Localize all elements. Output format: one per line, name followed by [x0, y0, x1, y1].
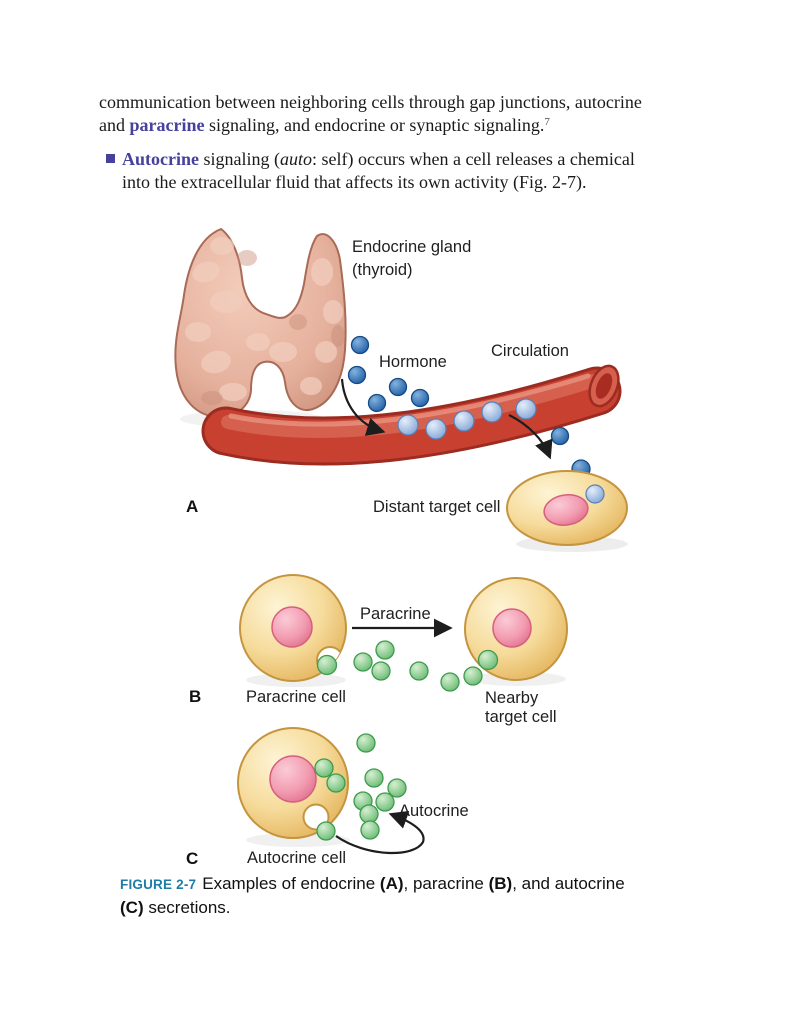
caption-seg2: , paracrine	[403, 874, 489, 893]
secretion-dot	[326, 773, 346, 793]
nearby-target-cell-label-line1: Nearby	[485, 689, 539, 707]
hormone-dot-light	[453, 410, 475, 432]
hormone-dot-light	[515, 398, 537, 420]
hormone-dot-light	[425, 418, 447, 440]
cell-nucleus	[492, 608, 532, 648]
panel-c: Autocrine C Autocrine cell	[186, 727, 469, 868]
panel-c-letter: C	[186, 849, 198, 868]
hormone-dot	[367, 393, 387, 413]
cell-nucleus	[543, 494, 589, 526]
secretion-dot	[364, 768, 384, 788]
figure-caption: FIGURE 2-7 Examples of endocrine (A), par…	[120, 873, 708, 919]
bullet-seg1: signaling (	[198, 149, 280, 169]
thyroid-gland	[174, 227, 347, 419]
hormone-dot-light	[585, 484, 605, 504]
hormone-dot	[550, 426, 570, 446]
distant-target-cell	[506, 470, 628, 546]
hormone-dots-in-vessel	[397, 398, 537, 440]
cell-nucleus	[269, 755, 317, 803]
secretion-dot	[375, 640, 395, 660]
secretion-dot	[375, 792, 395, 812]
caption-seg3: , and autocrine	[512, 874, 625, 893]
intro-paragraph: communication between neighboring cells …	[99, 91, 719, 137]
secretion-dot	[387, 778, 407, 798]
panel-b-letter: B	[189, 687, 201, 706]
autocrine-molecules	[314, 733, 407, 841]
endocrine-gland-label-line2: (thyroid)	[352, 261, 413, 279]
caption-bold-a: (A)	[379, 874, 404, 893]
paracrine-signal-label: Paracrine	[360, 605, 431, 623]
autocrine-signal-label: Autocrine	[399, 802, 469, 820]
panel-a: Endocrine gland (thyroid) Hormone Circul…	[174, 227, 628, 552]
gland-texture	[185, 237, 343, 401]
secretion-dot	[353, 652, 373, 672]
caption-bold-c: (C)	[120, 897, 144, 917]
caption-seg1: Examples of endocrine	[202, 874, 380, 893]
vessel-open-end	[588, 364, 620, 408]
caption-seg4: secretions.	[143, 897, 231, 917]
panel-b: Paracrine B Paracrine cell Nearby target…	[189, 574, 568, 726]
hormone-dot-light	[397, 414, 419, 436]
bullet-item: Autocrine signaling (auto: self) occurs …	[99, 148, 719, 194]
autocrine-cell	[237, 727, 349, 839]
bullet-seg2: : self) occurs when a cell releases a ch…	[312, 149, 635, 169]
footnote-reference: 7	[544, 116, 550, 128]
secretion-dot	[356, 733, 376, 753]
nearby-target-cell	[464, 577, 568, 681]
hormone-dot	[347, 365, 367, 385]
intro-line2-end: signaling, and endocrine or synaptic sig…	[204, 115, 545, 135]
paracrine-molecules	[353, 640, 483, 692]
secretion-dot	[314, 758, 334, 778]
bullet-line2: into the extracellular fluid that affect…	[122, 172, 587, 192]
keyword-paracrine: paracrine	[129, 115, 205, 135]
secretion-dot	[371, 661, 391, 681]
bullet-square-icon	[106, 154, 115, 163]
secretion-dot	[409, 661, 429, 681]
keyword-autocrine: Autocrine	[122, 149, 199, 169]
secretion-dot	[477, 649, 499, 671]
vessel-to-cell-arrow	[508, 414, 553, 460]
distant-target-cell-label: Distant target cell	[373, 498, 500, 516]
hormone-dots-released	[347, 335, 430, 413]
intro-line2-start: and	[99, 115, 130, 135]
hormone-dot	[350, 335, 370, 355]
gland-shading	[201, 250, 345, 405]
autocrine-cell-label: Autocrine cell	[247, 849, 346, 867]
secretion-dot	[316, 654, 338, 676]
autocrine-arrow	[335, 810, 425, 855]
secretion-dot	[463, 666, 483, 686]
secretion-dot	[359, 804, 379, 824]
gland-to-vessel-arrow	[340, 378, 386, 436]
caption-bold-b: (B)	[488, 874, 513, 893]
hormone-label: Hormone	[379, 353, 447, 371]
blood-vessel	[201, 364, 622, 466]
paracrine-cell-label: Paracrine cell	[246, 688, 346, 706]
endocrine-gland-label-line1: Endocrine gland	[352, 238, 471, 256]
paracrine-cell	[239, 574, 347, 682]
hormone-dot	[410, 388, 430, 408]
hormone-dot-light	[481, 401, 503, 423]
panel-a-letter: A	[186, 497, 198, 516]
intro-line1: communication between neighboring cells …	[99, 92, 642, 112]
figure-number-label: FIGURE 2-7	[120, 877, 197, 892]
italic-auto: auto	[279, 149, 312, 169]
secretion-dot	[316, 821, 336, 841]
nearby-target-cell-label-line2: target cell	[485, 708, 557, 726]
hormone-dot	[388, 377, 408, 397]
cell-nucleus	[271, 606, 313, 648]
circulation-label: Circulation	[491, 342, 569, 360]
secretion-dot	[360, 820, 380, 840]
secretion-dot	[440, 672, 460, 692]
